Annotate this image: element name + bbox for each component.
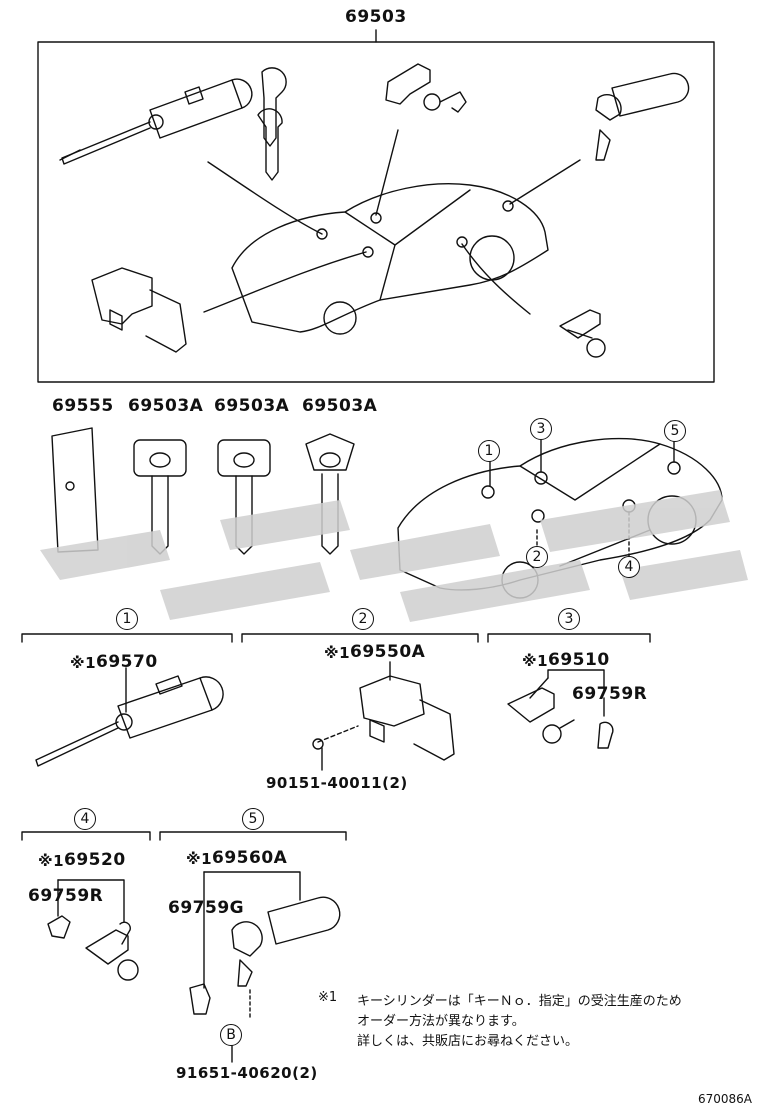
section-marker-4: 4 bbox=[74, 808, 96, 830]
key-icon-3 bbox=[305, 433, 355, 555]
key-row-label-3: 69503A bbox=[214, 396, 290, 416]
car-illustration-top bbox=[231, 183, 549, 335]
section2-latch-icon bbox=[312, 661, 455, 771]
section5-marker-b: B bbox=[220, 1024, 242, 1046]
section2-part-number: 69550A bbox=[350, 642, 426, 662]
section3-sub-part: 69759R bbox=[572, 684, 648, 704]
trunk-cylinder-icon bbox=[595, 72, 690, 161]
glovebox-lock-icon bbox=[91, 267, 187, 353]
section1-part-number: 69570 bbox=[96, 652, 158, 672]
section2-prefix: ※1 bbox=[324, 644, 351, 662]
car-illustration-middle bbox=[397, 437, 723, 599]
section-marker-5: 5 bbox=[242, 808, 264, 830]
key-row-label-4: 69503A bbox=[302, 396, 378, 416]
section4-prefix: ※1 bbox=[38, 852, 65, 870]
section4-cylinder-icon bbox=[47, 879, 139, 981]
footnote-mark: ※1 bbox=[318, 990, 338, 1005]
section5-trunk-icon bbox=[189, 871, 341, 1063]
section5-part-number: 69560A bbox=[212, 848, 288, 868]
footnote-line-3: 詳しくは、共販店にお尋ねください。 bbox=[357, 1034, 579, 1049]
key-tag-icon bbox=[51, 427, 99, 553]
location-marker-4: 4 bbox=[618, 556, 640, 578]
section1-ignition-icon bbox=[35, 667, 224, 767]
section-marker-2: 2 bbox=[352, 608, 374, 630]
key-row-label-1: 69555 bbox=[52, 396, 114, 416]
door-cylinder-icon bbox=[559, 309, 606, 358]
key-icon-1 bbox=[133, 439, 187, 555]
section5-prefix: ※1 bbox=[186, 850, 213, 868]
footnote-line-1: キーシリンダーは「キーＮｏ．指定」の受注生産のため bbox=[357, 994, 682, 1009]
section3-part-number: 69510 bbox=[548, 650, 610, 670]
key-icon-2 bbox=[217, 439, 271, 555]
section5-clip-part: 91651-40620(2) bbox=[176, 1064, 318, 1082]
section5-sub-part: 69759G bbox=[168, 898, 245, 918]
key-row-label-2: 69503A bbox=[128, 396, 204, 416]
section-marker-1: 1 bbox=[116, 608, 138, 630]
assembly-frame bbox=[37, 41, 715, 383]
location-marker-2: 2 bbox=[526, 546, 548, 568]
section4-sub-part: 69759R bbox=[28, 886, 104, 906]
section3-prefix: ※1 bbox=[522, 652, 549, 670]
key-pair-icon bbox=[257, 67, 287, 181]
section4-part-number: 69520 bbox=[64, 850, 126, 870]
location-marker-3: 3 bbox=[530, 418, 552, 440]
figure-id: 670086A bbox=[697, 1092, 752, 1106]
ignition-cylinder-icon bbox=[59, 78, 253, 165]
section3-cylinder-icon bbox=[507, 669, 614, 749]
footnote-line-2: オーダー方法が異なります。 bbox=[357, 1014, 525, 1029]
assembly-part-number: 69503 bbox=[345, 7, 407, 27]
section2-bolt-part: 90151-40011(2) bbox=[266, 774, 408, 792]
section1-prefix: ※1 bbox=[70, 654, 97, 672]
location-marker-5: 5 bbox=[664, 420, 686, 442]
section-marker-3: 3 bbox=[558, 608, 580, 630]
door-lock-cylinder-icon bbox=[385, 63, 467, 113]
location-marker-1: 1 bbox=[478, 440, 500, 462]
